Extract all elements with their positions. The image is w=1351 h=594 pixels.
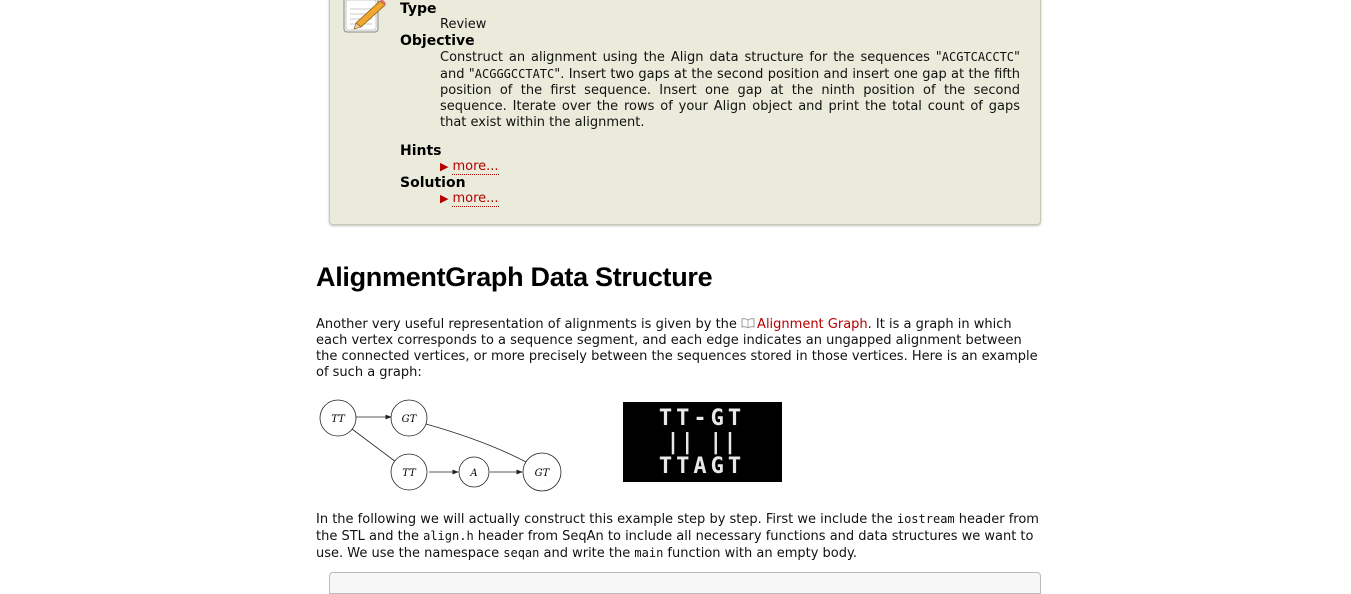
intro-paragraph: Another very useful representation of al… (316, 317, 1042, 381)
sequence-2: ACGGGCCTATC (474, 67, 555, 81)
alignment-row-2: || || (666, 430, 737, 455)
code-align-h: align.h (423, 529, 474, 543)
paragraph-text: and write the (539, 546, 635, 561)
node-label: GT (535, 468, 551, 479)
construction-paragraph: In the following we will actually constr… (316, 511, 1042, 562)
edge (425, 423, 527, 463)
hints-toggle[interactable]: ▶more... (440, 159, 1020, 175)
edge (351, 428, 397, 463)
intro-text: . It is a graph in which each vertex cor… (316, 317, 1038, 380)
book-icon (741, 318, 755, 328)
alignment-graph-link[interactable]: Alignment Graph (741, 317, 868, 332)
paragraph-text: function with an empty body. (663, 546, 857, 561)
objective-text-part: Construct an alignment using the Align d… (440, 50, 942, 65)
intro-text: Another very useful representation of al… (316, 317, 742, 332)
sequence-1: ACGTCACCTC (941, 50, 1015, 64)
alignment-graph-link-text[interactable]: Alignment Graph (757, 317, 868, 332)
paragraph-text: In the following we will actually constr… (316, 512, 897, 527)
hints-more-link[interactable]: more... (452, 159, 499, 175)
expand-triangle-icon[interactable]: ▶ (440, 160, 449, 173)
alignment-graph-figure: TT GT TT A GT (319, 399, 562, 492)
code-block (329, 572, 1041, 594)
objective-text: Construct an alignment using the Align d… (440, 49, 1020, 131)
node-label: TT (331, 414, 346, 425)
objective-text-part: " and " (440, 50, 1020, 82)
code-seqan: seqan (503, 546, 540, 560)
section-title: AlignmentGraph Data Structure (316, 262, 713, 292)
type-label: Type (400, 1, 437, 17)
code-iostream: iostream (896, 512, 955, 526)
notepad-pencil-icon (343, 0, 386, 33)
node-label: TT (402, 468, 417, 479)
solution-label: Solution (400, 175, 466, 191)
objective-text-part: ". Insert two gaps at the second positio… (440, 67, 1020, 130)
alignment-row-3: TTAGT (659, 454, 745, 479)
node-label: GT (402, 414, 418, 425)
assignment-details: Type Review Objective Construct an align… (400, 0, 1020, 207)
paragraph-text: header from SeqAn to include all necessa… (316, 529, 1034, 561)
expand-triangle-icon[interactable]: ▶ (440, 192, 449, 205)
graph-node (458, 456, 490, 488)
graph-node (522, 452, 562, 492)
graph-node (319, 399, 357, 437)
paragraph-text: header from the STL and the (316, 512, 1039, 544)
hints-label: Hints (400, 143, 442, 159)
node-label: A (469, 468, 477, 479)
objective-label: Objective (400, 33, 475, 49)
graph-node (390, 399, 428, 437)
alignment-row-1: TT-GT (659, 406, 745, 431)
graph-node (390, 453, 428, 491)
solution-toggle[interactable]: ▶more... (440, 191, 1020, 207)
type-value: Review (440, 17, 487, 32)
solution-more-link[interactable]: more... (452, 191, 499, 207)
assignment-box: Type Review Objective Construct an align… (329, 0, 1041, 225)
code-main: main (634, 546, 664, 560)
alignment-image: TT-GT || || TTAGT (623, 402, 782, 482)
